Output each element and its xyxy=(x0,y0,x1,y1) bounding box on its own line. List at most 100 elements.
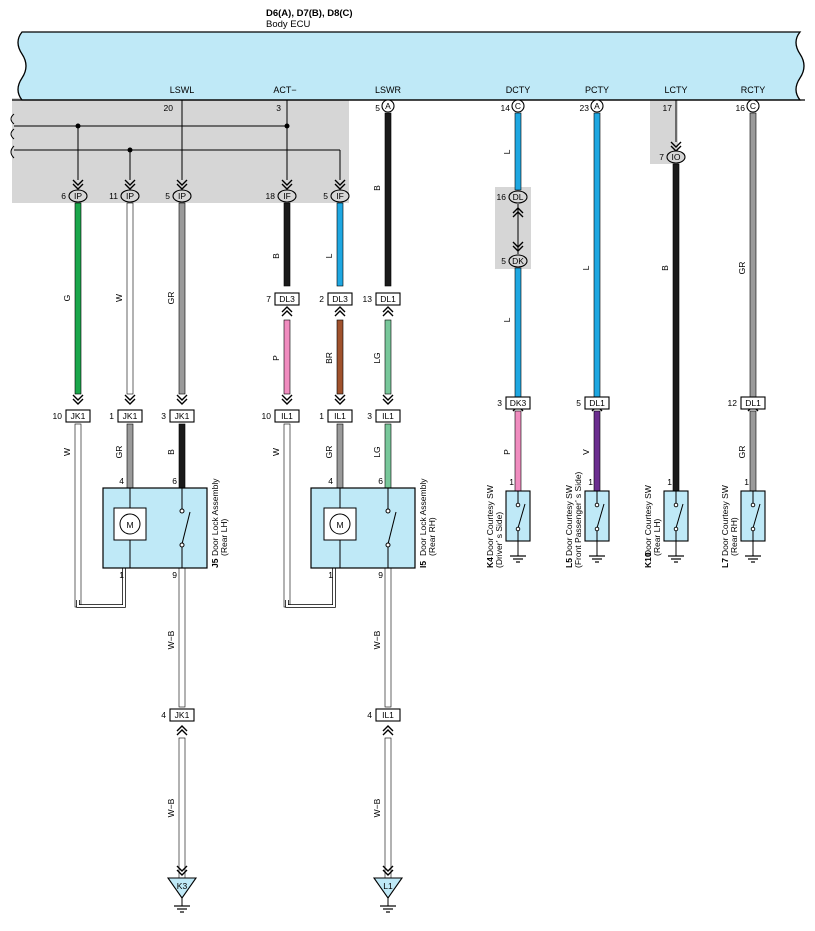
wire-label-b: B xyxy=(166,449,176,455)
motor-icon: M xyxy=(113,507,147,541)
wire-wb-lh-1 xyxy=(178,567,186,708)
wire-g xyxy=(74,202,82,395)
wire-label-w: W xyxy=(271,448,281,456)
svg-text:M: M xyxy=(336,520,343,530)
wire-label-l: L xyxy=(502,149,512,154)
wire-label-b: B xyxy=(660,265,670,271)
component-side-l7: (Rear RH) xyxy=(729,517,739,556)
svg-text:10: 10 xyxy=(53,411,63,421)
wire-label-b: B xyxy=(372,185,382,191)
connector-dl1-13: DL1 13 xyxy=(363,292,401,306)
svg-text:1: 1 xyxy=(119,570,124,580)
wire-label-gr: GR xyxy=(324,446,334,459)
ground-point-l1: L1 xyxy=(372,877,404,913)
wire-p-dk3 xyxy=(514,410,522,492)
svg-text:IL1: IL1 xyxy=(382,411,394,421)
svg-text:IL1: IL1 xyxy=(281,411,293,421)
signal-lswr: LSWR xyxy=(375,85,402,95)
wire-b-act xyxy=(283,202,291,287)
ground-point-k3: K3 xyxy=(166,877,198,913)
wire-w-il1a xyxy=(283,423,291,608)
wire-wb-lh-2 xyxy=(178,737,186,879)
junction-dk-5: DK 5 xyxy=(501,254,528,268)
wire-label-g: G xyxy=(62,295,72,302)
svg-text:13: 13 xyxy=(363,294,373,304)
svg-text:1: 1 xyxy=(109,411,114,421)
svg-text:C: C xyxy=(515,101,521,111)
wire-label-gr: GR xyxy=(114,446,124,459)
svg-text:JK1: JK1 xyxy=(123,411,138,421)
svg-text:2: 2 xyxy=(319,294,324,304)
wire-label-wb: W−B xyxy=(372,798,382,817)
wire-label-v: V xyxy=(581,449,591,455)
svg-text:A: A xyxy=(385,101,391,111)
signal-dcty: DCTY xyxy=(506,85,531,95)
svg-text:5: 5 xyxy=(576,398,581,408)
wire-w-loop-rh xyxy=(285,568,336,608)
connector-dl3-7: DL3 7 xyxy=(266,292,300,306)
svg-text:9: 9 xyxy=(378,570,383,580)
wire-label-wb: W−B xyxy=(372,630,382,649)
svg-text:5: 5 xyxy=(165,191,170,201)
svg-text:10: 10 xyxy=(262,411,272,421)
svg-text:L1: L1 xyxy=(383,881,393,891)
ecu-conn-dcty: C xyxy=(511,99,525,113)
wire-gr-jk1b xyxy=(126,423,134,489)
component-name-k4: Door Courtesy SW xyxy=(485,485,495,556)
svg-text:DL1: DL1 xyxy=(589,398,605,408)
svg-text:11: 11 xyxy=(109,191,118,201)
wire-w-loop-lh xyxy=(76,568,126,608)
wire-label-gr: GR xyxy=(737,446,747,459)
svg-text:16: 16 xyxy=(497,192,507,202)
component-code-k4: K4 xyxy=(485,557,495,568)
connector-dk3-3: DK3 3 xyxy=(497,396,531,410)
wire-label-b: B xyxy=(271,253,281,259)
door-courtesy-switch-l7: 1 xyxy=(740,477,766,563)
pin-rcty: 16 xyxy=(736,103,746,113)
wire-w-loop-rh-fill xyxy=(286,568,335,607)
svg-text:3: 3 xyxy=(497,398,502,408)
component-side-j5: (Rear LH) xyxy=(219,519,229,556)
svg-text:5: 5 xyxy=(501,256,506,266)
svg-text:1: 1 xyxy=(588,477,593,487)
door-lock-assembly-j5: 4 6 1 9 M xyxy=(102,476,208,580)
component-code-l7: L7 xyxy=(720,558,730,568)
component-side-l5: (Front Passenger’ s Side) xyxy=(573,471,583,568)
svg-text:A: A xyxy=(594,101,600,111)
wire-gr-dl1c xyxy=(749,410,757,492)
door-courtesy-switch-l5: 1 xyxy=(584,477,610,563)
svg-text:1: 1 xyxy=(319,411,324,421)
wire-label-lg: LG xyxy=(372,352,382,363)
door-lock-assembly-i5: 4 6 1 9 M xyxy=(310,476,416,580)
ecu-name: Body ECU xyxy=(266,19,310,30)
wire-lg-lswr xyxy=(384,319,392,395)
svg-text:3: 3 xyxy=(161,411,166,421)
svg-text:DL: DL xyxy=(513,192,524,202)
svg-text:DL1: DL1 xyxy=(380,294,396,304)
pin-lcty: 17 xyxy=(663,103,673,113)
junction-if-18: IF 18 xyxy=(266,189,297,203)
wire-label-gr: GR xyxy=(737,262,747,275)
component-name-l7: Door Courtesy SW xyxy=(720,485,730,556)
svg-text:6: 6 xyxy=(172,476,177,486)
wire-v-dl1b xyxy=(593,410,601,492)
door-courtesy-switch-k4: 1 xyxy=(505,477,531,563)
svg-text:6: 6 xyxy=(378,476,383,486)
component-code-j5: J5 xyxy=(210,558,220,568)
junction-ip-5: IP 5 xyxy=(165,189,192,203)
component-side-k4: (Driver’ s Side) xyxy=(494,512,504,568)
component-name-l5: Door Courtesy SW xyxy=(564,485,574,556)
component-side-i5: (Rear RH) xyxy=(427,517,437,556)
wire-label-lg: LG xyxy=(372,446,382,457)
motor-icon: M xyxy=(323,507,357,541)
component-name-j5: Door Lock Assembly xyxy=(210,478,220,556)
junction-io-7: IO 7 xyxy=(659,150,686,164)
svg-text:DL1: DL1 xyxy=(745,398,761,408)
svg-text:7: 7 xyxy=(659,152,664,162)
connector-jk1-10: JK1 10 xyxy=(53,409,91,423)
junction-dl-16: DL 16 xyxy=(497,190,528,204)
svg-text:1: 1 xyxy=(744,477,749,487)
wire-label-l: L xyxy=(324,253,334,258)
svg-text:IP: IP xyxy=(74,191,82,201)
connector-dl1-5: DL1 5 xyxy=(576,396,610,410)
